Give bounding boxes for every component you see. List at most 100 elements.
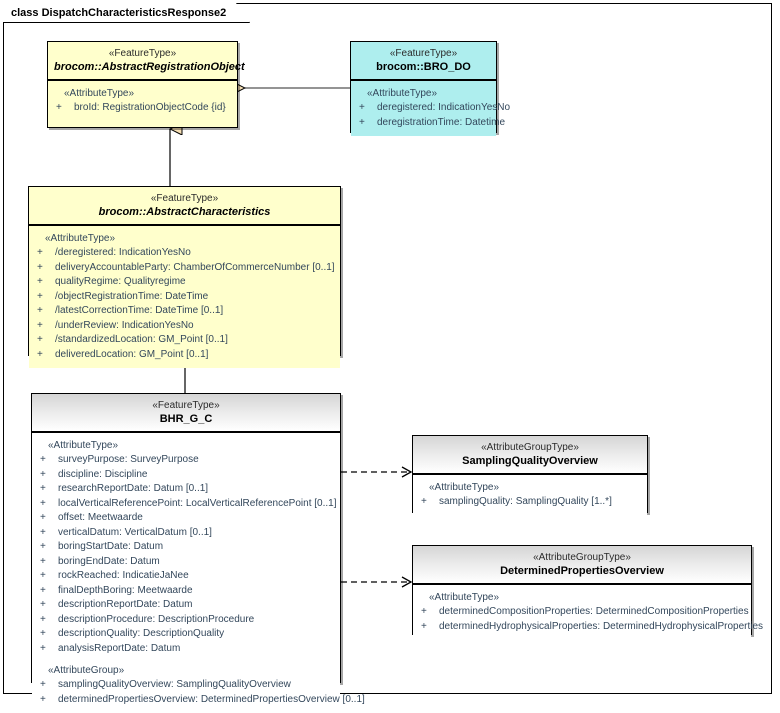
class-title: brocom::AbstractRegistrationObject (54, 61, 245, 73)
attribute-visibility: + (421, 606, 427, 617)
attribute-text: /objectRegistrationTime: DateTime (55, 290, 209, 302)
attribute-row: + deliveredLocation: GM_Point [0..1] (35, 348, 336, 363)
attribute-visibility: + (37, 319, 43, 331)
attribute-text: qualityRegime: Qualityregime (55, 276, 186, 287)
compartment-label: «AttributeType» (64, 88, 135, 99)
class-body-bro-do: «AttributeType» + deregistered: Indicati… (351, 81, 510, 136)
attribute-row: + finalDepthBoring: Meetwaarde (38, 584, 336, 599)
attribute-visibility: + (359, 116, 365, 128)
attribute-text: localVerticalReferencePoint: LocalVertic… (58, 497, 337, 509)
attribute-visibility: + (40, 679, 46, 690)
class-bro-do[interactable]: «FeatureType» brocom::BRO_DO «AttributeT… (350, 41, 510, 136)
attribute-visibility: + (40, 555, 46, 567)
attribute-row: + localVerticalReferencePoint: LocalVert… (38, 497, 337, 512)
class-title: brocom::AbstractCharacteristics (98, 206, 271, 218)
attribute-row: + researchReportDate: Datum [0..1] (38, 482, 336, 497)
attribute-row: + analysisReportDate: Datum (38, 642, 336, 657)
attribute-visibility: + (40, 497, 46, 509)
stereotype-label: «AttributeGroupType» (481, 442, 579, 453)
attribute-row: + samplingQuality: SamplingQuality [1..*… (419, 495, 643, 510)
attribute-text: descriptionProcedure: DescriptionProcedu… (58, 613, 255, 625)
attribute-text: /latestCorrectionTime: DateTime [0..1] (55, 305, 224, 316)
attribute-row: + descriptionReportDate: Datum (38, 598, 336, 613)
attribute-visibility: + (40, 512, 46, 523)
attribute-row: + /objectRegistrationTime: DateTime (35, 290, 336, 305)
stereotype-label: «AttributeGroupType» (533, 552, 631, 563)
compartment-label: «AttributeType» (367, 88, 438, 99)
attribute-text: deliveredLocation: GM_Point [0..1] (55, 348, 209, 360)
attribute-row: + determinedPropertiesOverview: Determin… (38, 693, 365, 708)
attribute-visibility: + (37, 348, 43, 360)
attribute-visibility: + (37, 290, 43, 302)
class-determined-properties-overview[interactable]: «AttributeGroupType» DeterminedPropertie… (412, 545, 763, 640)
attribute-text: samplingQuality: SamplingQuality [1..*] (439, 496, 612, 507)
attribute-visibility: + (40, 584, 46, 596)
attribute-visibility: + (40, 483, 46, 494)
attribute-text: verticalDatum: VerticalDatum [0..1] (58, 526, 212, 538)
attribute-visibility: + (56, 102, 62, 113)
attribute-visibility: + (421, 496, 427, 507)
stereotype-label: «FeatureType» (150, 193, 219, 204)
stereotype-label: «FeatureType» (389, 48, 458, 59)
attribute-visibility: + (37, 276, 43, 287)
class-title: BHR_G_C (159, 413, 213, 425)
class-body-abstract-registration-object: «AttributeType» + broId: RegistrationObj… (48, 81, 237, 122)
attribute-text: rockReached: IndicatieJaNee (58, 570, 189, 581)
attribute-visibility: + (40, 454, 46, 465)
attribute-row: + rockReached: IndicatieJaNee (38, 569, 336, 584)
attribute-visibility: + (40, 642, 46, 654)
compartment-label: «AttributeType» (45, 233, 116, 244)
class-abstract-registration-object[interactable]: «FeatureType» brocom::AbstractRegistrati… (47, 41, 245, 128)
attribute-text: boringEndDate: Datum (58, 555, 160, 567)
class-sampling-quality-overview[interactable]: «AttributeGroupType» SamplingQualityOver… (412, 435, 648, 516)
attribute-row: + /latestCorrectionTime: DateTime [0..1] (35, 304, 336, 319)
attribute-visibility: + (40, 613, 46, 625)
compartment-label: «AttributeType» (429, 482, 500, 493)
class-header-abstract-characteristics: «FeatureType» brocom::AbstractCharacteri… (29, 187, 340, 226)
attribute-row: + deliveryAccountableParty: ChamberOfCom… (35, 261, 336, 276)
attribute-visibility: + (40, 468, 46, 480)
attribute-visibility: + (37, 305, 43, 316)
class-body-determined-properties-overview: «AttributeType» + determinedCompositionP… (413, 585, 763, 640)
attribute-text: deliveryAccountableParty: ChamberOfComme… (55, 261, 335, 273)
class-title: DeterminedPropertiesOverview (500, 565, 664, 577)
attribute-text: /deregistered: IndicationYesNo (55, 247, 191, 258)
class-abstract-characteristics[interactable]: «FeatureType» brocom::AbstractCharacteri… (28, 186, 341, 368)
attribute-row: + boringStartDate: Datum (38, 540, 336, 555)
attribute-row: + /underReview: IndicationYesNo (35, 319, 336, 334)
attribute-row: + determinedHydrophysicalProperties: Det… (419, 620, 763, 635)
attribute-row: + descriptionProcedure: DescriptionProce… (38, 613, 336, 628)
attribute-visibility: + (40, 628, 46, 639)
attribute-row: + determinedCompositionProperties: Deter… (419, 605, 749, 620)
attribute-text: /standardizedLocation: GM_Point [0..1] (55, 334, 228, 345)
attribute-row: + /deregistered: IndicationYesNo (35, 246, 336, 261)
attribute-text: discipline: Discipline (58, 468, 148, 480)
attribute-row: + samplingQualityOverview: SamplingQuali… (38, 678, 336, 693)
attribute-text: offset: Meetwaarde (58, 512, 143, 523)
attribute-text: samplingQualityOverview: SamplingQuality… (58, 679, 291, 690)
attribute-text: descriptionQuality: DescriptionQuality (58, 628, 225, 639)
attribute-text: deregistered: IndicationYesNo (377, 102, 511, 113)
class-header-sampling-quality-overview: «AttributeGroupType» SamplingQualityOver… (413, 436, 647, 475)
attribute-text: /underReview: IndicationYesNo (55, 319, 194, 331)
compartment-label: «AttributeType» (48, 440, 119, 451)
stereotype-label: «FeatureType» (152, 400, 220, 411)
attribute-row: + offset: Meetwaarde (38, 511, 336, 526)
attribute-text: determinedCompositionProperties: Determi… (439, 606, 749, 617)
attribute-visibility: + (37, 334, 43, 345)
attribute-visibility: + (421, 620, 427, 632)
class-bhr-g-c[interactable]: «FeatureType» BHR_G_C «AttributeType» + … (31, 393, 365, 713)
attribute-visibility: + (40, 541, 46, 552)
class-header-abstract-registration-object: «FeatureType» brocom::AbstractRegistrati… (48, 42, 245, 81)
attribute-visibility: + (40, 526, 46, 538)
compartment-label: «AttributeType» (429, 592, 500, 603)
attribute-row: + deregistered: IndicationYesNo (357, 101, 510, 116)
diagram-frame-tab: class DispatchCharacteristicsResponse2 (3, 3, 250, 23)
attribute-visibility: + (359, 102, 365, 113)
attribute-text: descriptionReportDate: Datum (58, 599, 193, 610)
attribute-row: + boringEndDate: Datum (38, 555, 336, 570)
attribute-text: surveyPurpose: SurveyPurpose (58, 454, 199, 465)
attribute-visibility: + (40, 693, 46, 705)
class-title: SamplingQualityOverview (462, 455, 598, 467)
attribute-visibility: + (37, 261, 43, 273)
